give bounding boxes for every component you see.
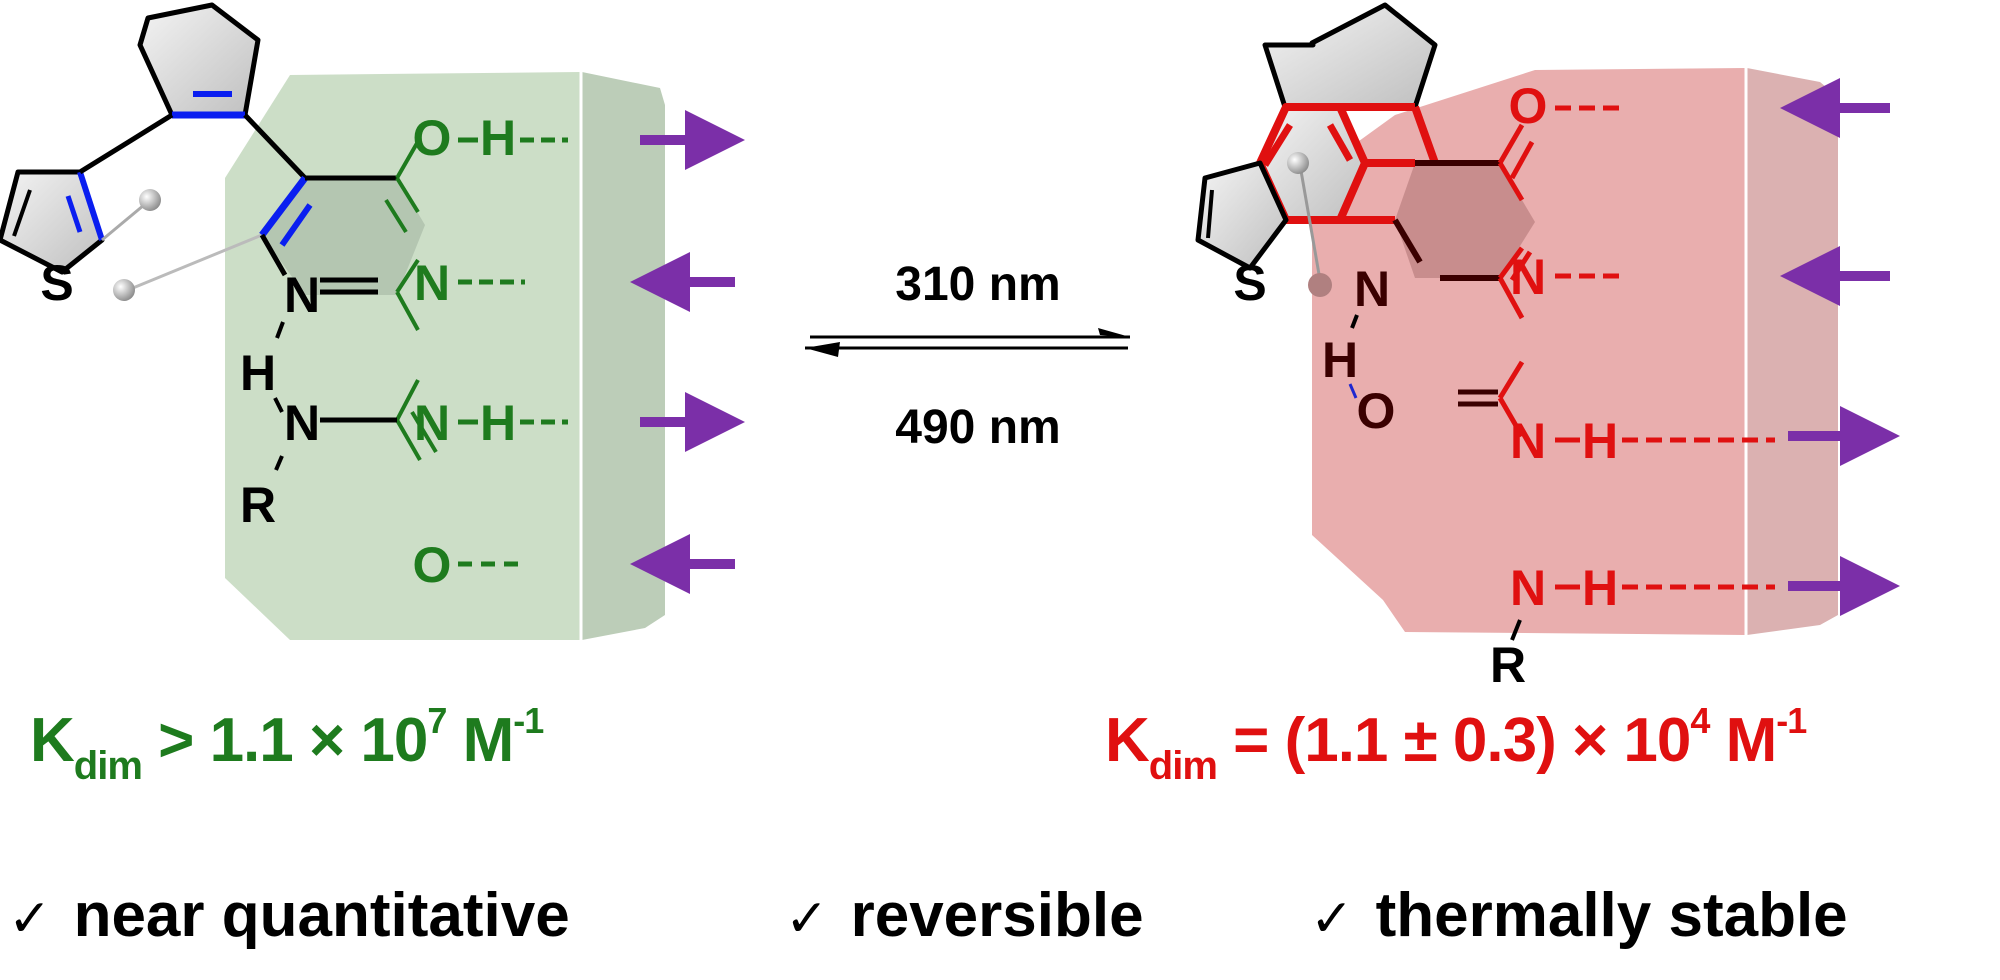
kdim-exponent: 4 xyxy=(1690,700,1710,741)
closed-form-molecule: S N H O O N N H N H xyxy=(1195,2,1900,693)
atom-n-ring: N xyxy=(284,267,320,323)
atom-h-donor: H xyxy=(480,395,516,451)
feature-label: thermally stable xyxy=(1375,881,1848,950)
atom-h-bridge: H xyxy=(240,345,276,401)
open-form-ring-shade xyxy=(262,178,425,295)
feature-item: ✓ reversible xyxy=(785,880,1144,951)
kdim-relation: > 1.1 × 10 xyxy=(141,706,428,775)
cyclopentene-ring xyxy=(137,2,261,118)
atom-n-donor: N xyxy=(414,395,450,451)
closed-form-box-side xyxy=(1747,68,1838,635)
atom-n-ring-closed: N xyxy=(1354,261,1390,317)
open-form-box-side xyxy=(582,72,665,640)
feature-item: ✓ near quantitative xyxy=(8,880,570,951)
kdim-relation: = (1.1 ± 0.3) × 10 xyxy=(1216,706,1691,775)
feature-label: reversible xyxy=(850,881,1144,950)
kdim-unit-exponent: -1 xyxy=(1776,700,1807,741)
checkmark-icon: ✓ xyxy=(1310,889,1354,949)
atom-h-top: H xyxy=(480,110,516,166)
atom-o-top: O xyxy=(413,110,452,166)
equilibrium-arrows: 310 nm 490 nm xyxy=(805,258,1130,454)
atom-r-closed: R xyxy=(1490,637,1526,693)
kdim-sub: dim xyxy=(73,744,143,788)
kdim-unit: M xyxy=(446,706,515,775)
closed-form-kdim: Kdim = (1.1 ± 0.3) × 104 M-1 xyxy=(1105,700,1807,789)
checkmark-icon: ✓ xyxy=(785,889,829,949)
forward-wavelength-label: 310 nm xyxy=(895,258,1060,311)
closed-form-ring-shade xyxy=(1395,163,1535,278)
atom-n-acceptor: N xyxy=(414,255,450,311)
open-form-kdim: Kdim > 1.1 × 107 M-1 xyxy=(30,700,544,789)
atom-h-donor1-closed: H xyxy=(1582,413,1618,469)
atom-n-urea: N xyxy=(284,395,320,451)
atom-n-donor2-closed: N xyxy=(1510,560,1546,616)
kdim-unit: M xyxy=(1709,706,1778,775)
atom-n-donor1-closed: N xyxy=(1510,413,1546,469)
atom-n-acceptor-closed: N xyxy=(1510,249,1546,305)
cyclopentane-ring xyxy=(1262,2,1438,110)
atom-r: R xyxy=(240,477,276,533)
atom-o-top-closed: O xyxy=(1509,78,1548,134)
atom-o-urea-closed: O xyxy=(1357,383,1396,439)
open-form-molecule: S N H N R O H N xyxy=(0,2,745,640)
kdim-unit-exponent: -1 xyxy=(513,700,544,741)
reverse-wavelength-label: 490 nm xyxy=(895,401,1060,454)
feature-label: near quantitative xyxy=(73,881,570,950)
kdim-exponent: 7 xyxy=(427,700,447,741)
open-form-box-front xyxy=(225,72,580,640)
thiophene-ring-right xyxy=(1195,160,1289,271)
kdim-sub: dim xyxy=(1148,744,1218,788)
atom-s-closed: S xyxy=(1233,255,1266,311)
kdim-k: K xyxy=(1105,706,1150,775)
feature-item: ✓ thermally stable xyxy=(1310,880,1848,951)
atom-o-bottom: O xyxy=(413,537,452,593)
atom-h-bridge-closed: H xyxy=(1322,332,1358,388)
kdim-k: K xyxy=(30,706,75,775)
atom-s: S xyxy=(40,255,73,311)
atom-h-donor2-closed: H xyxy=(1582,560,1618,616)
checkmark-icon: ✓ xyxy=(8,889,52,949)
